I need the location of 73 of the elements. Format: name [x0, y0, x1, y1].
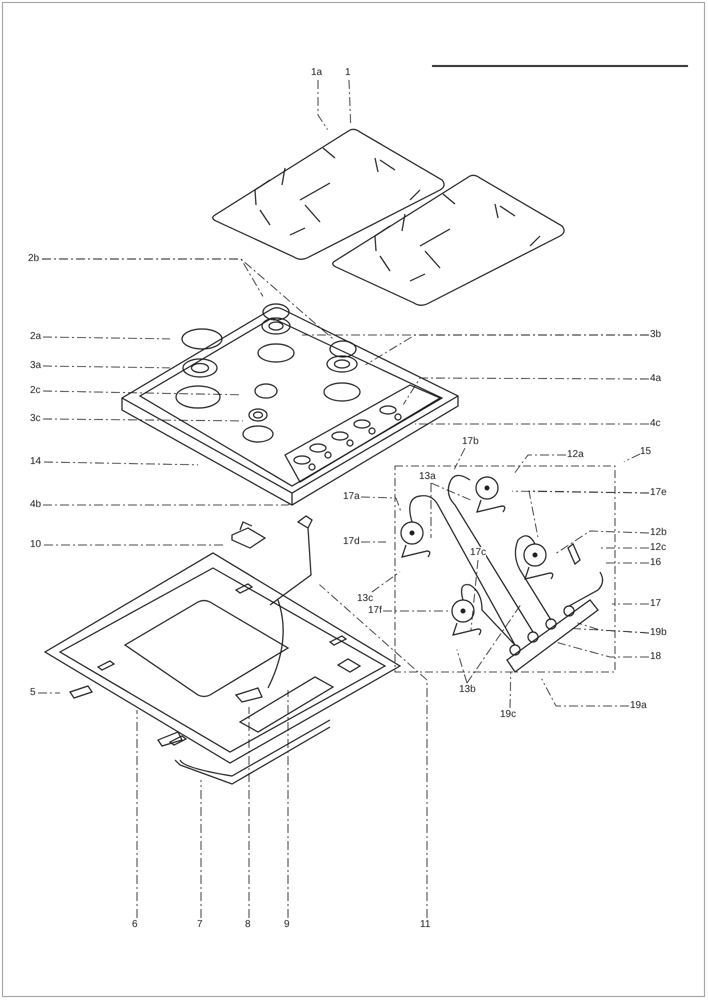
- callout-number: 12c: [650, 542, 666, 553]
- leader-line: [248, 706, 250, 918]
- callout-number: 19c: [500, 709, 516, 720]
- callout-number: 14: [30, 456, 42, 467]
- leader-line: [557, 642, 650, 658]
- callout-number: 17b: [462, 436, 479, 447]
- leader-line: [430, 482, 472, 500]
- callout-number: 11: [420, 919, 430, 930]
- leader-line: [44, 462, 198, 466]
- callout-number: 17d: [343, 536, 360, 547]
- callout-number: 4a: [650, 373, 662, 384]
- callout-number: 7: [197, 919, 203, 930]
- callout-number: 12b: [650, 527, 667, 538]
- callout-number: 17a: [343, 491, 360, 502]
- leader-line: [456, 649, 468, 684]
- leader-line: [510, 672, 512, 708]
- callout-number: 2b: [28, 253, 40, 264]
- leader-line: [365, 334, 650, 366]
- callout-number: 4b: [30, 499, 42, 510]
- callout-number: 5: [30, 687, 36, 698]
- callout-number: 6: [132, 919, 138, 930]
- leader-line: [136, 710, 138, 918]
- leader-line: [42, 390, 240, 396]
- leader-line: [42, 336, 170, 340]
- callout-number: 17f: [368, 605, 382, 616]
- leader-line: [372, 571, 400, 592]
- callout-number: 12a: [567, 449, 584, 460]
- leader-line: [624, 454, 640, 462]
- leader-line: [541, 678, 630, 706]
- callout-number: 13c: [357, 593, 374, 604]
- callout-number: 3b: [650, 329, 662, 340]
- leader-line: [360, 496, 401, 511]
- leader-line: [318, 80, 328, 130]
- callout-number: 18: [650, 651, 662, 662]
- callout-number: 8: [245, 919, 251, 930]
- leader-line: [514, 454, 566, 474]
- callout-number: 1: [345, 67, 351, 78]
- callout-number: 17c: [470, 547, 486, 558]
- callout-number: 2a: [30, 331, 42, 342]
- leader-line: [44, 544, 224, 546]
- callout-number: 16: [650, 557, 662, 568]
- leader-line: [200, 780, 202, 918]
- leader-line: [382, 610, 448, 612]
- leader-line: [42, 366, 170, 368]
- callout-number: 17e: [650, 487, 667, 498]
- leader-line: [348, 80, 352, 124]
- leader-line: [466, 604, 521, 684]
- leader-line: [572, 628, 650, 634]
- callout-number: 3c: [30, 413, 41, 424]
- leader-line: [319, 584, 428, 918]
- leader-line: [42, 418, 244, 422]
- leader-line: [402, 378, 650, 405]
- callout-number: 4c: [650, 418, 661, 429]
- callout-number: 13b: [459, 684, 476, 695]
- leader-line: [38, 692, 60, 694]
- leader-line: [430, 482, 432, 538]
- callout-number: 15: [640, 446, 652, 457]
- callout-number: 9: [284, 919, 290, 930]
- callout-number: 3a: [30, 360, 42, 371]
- leader-line: [470, 560, 478, 630]
- callout-number: 17: [650, 598, 662, 609]
- leader-line: [454, 448, 466, 470]
- callout-number: 19a: [630, 700, 647, 711]
- leader-line: [528, 490, 650, 539]
- callout-number: 2c: [30, 385, 41, 396]
- callout-number: 19b: [650, 627, 667, 638]
- callout-number: 10: [30, 539, 42, 550]
- callout-number: 1a: [311, 67, 322, 78]
- leader-line: [604, 562, 650, 564]
- callout-number: 13a: [419, 471, 436, 482]
- leader-line: [42, 502, 292, 506]
- leader-line: [42, 258, 333, 339]
- leader-line: [554, 530, 650, 555]
